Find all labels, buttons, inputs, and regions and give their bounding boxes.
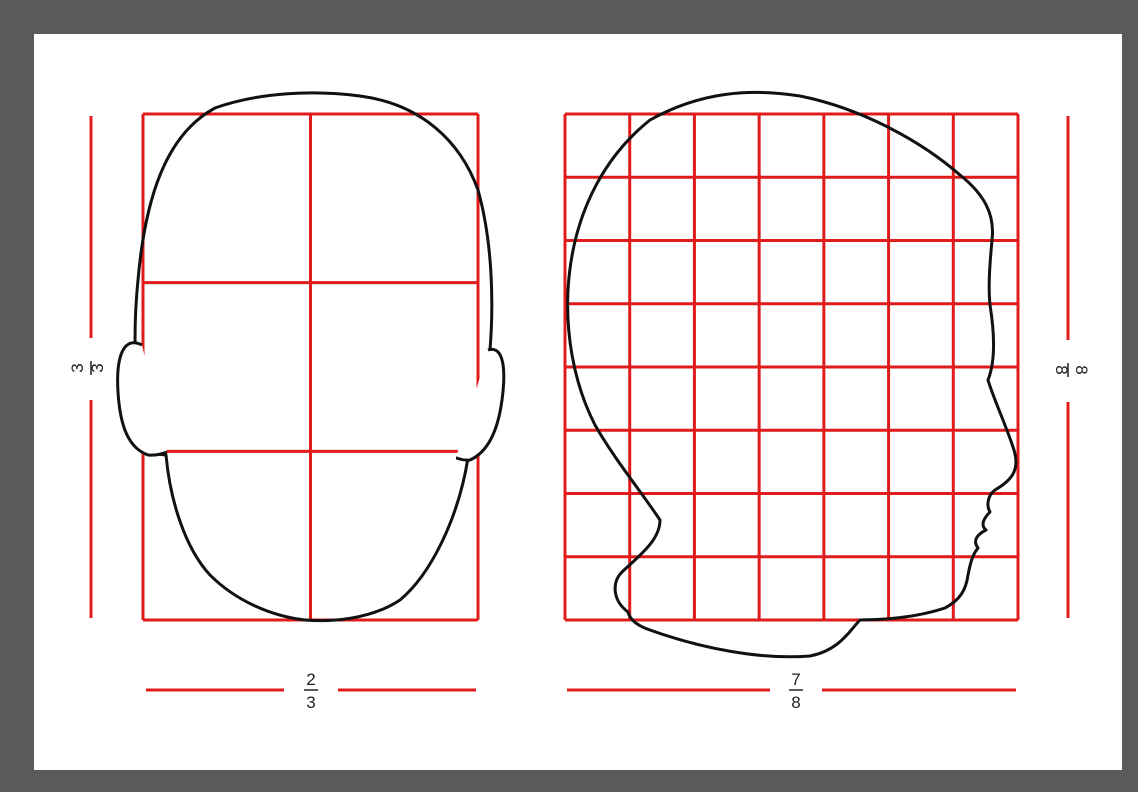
side-height-denominator: 8 xyxy=(1052,365,1071,374)
front-width-denominator: 3 xyxy=(306,693,315,712)
side-view-grid xyxy=(565,114,1018,620)
front-view: 3 3 2 3 xyxy=(68,93,504,712)
front-width-numerator: 2 xyxy=(306,670,315,689)
right-ear xyxy=(456,349,504,460)
side-view: 8 8 7 8 xyxy=(565,92,1091,712)
side-width-numerator: 7 xyxy=(791,670,800,689)
front-head-outline xyxy=(135,93,492,621)
front-height-numerator: 3 xyxy=(68,363,87,372)
side-height-numerator: 8 xyxy=(1072,365,1091,374)
left-ear xyxy=(118,343,167,455)
side-width-denominator: 8 xyxy=(791,693,800,712)
front-view-grid xyxy=(143,114,478,620)
